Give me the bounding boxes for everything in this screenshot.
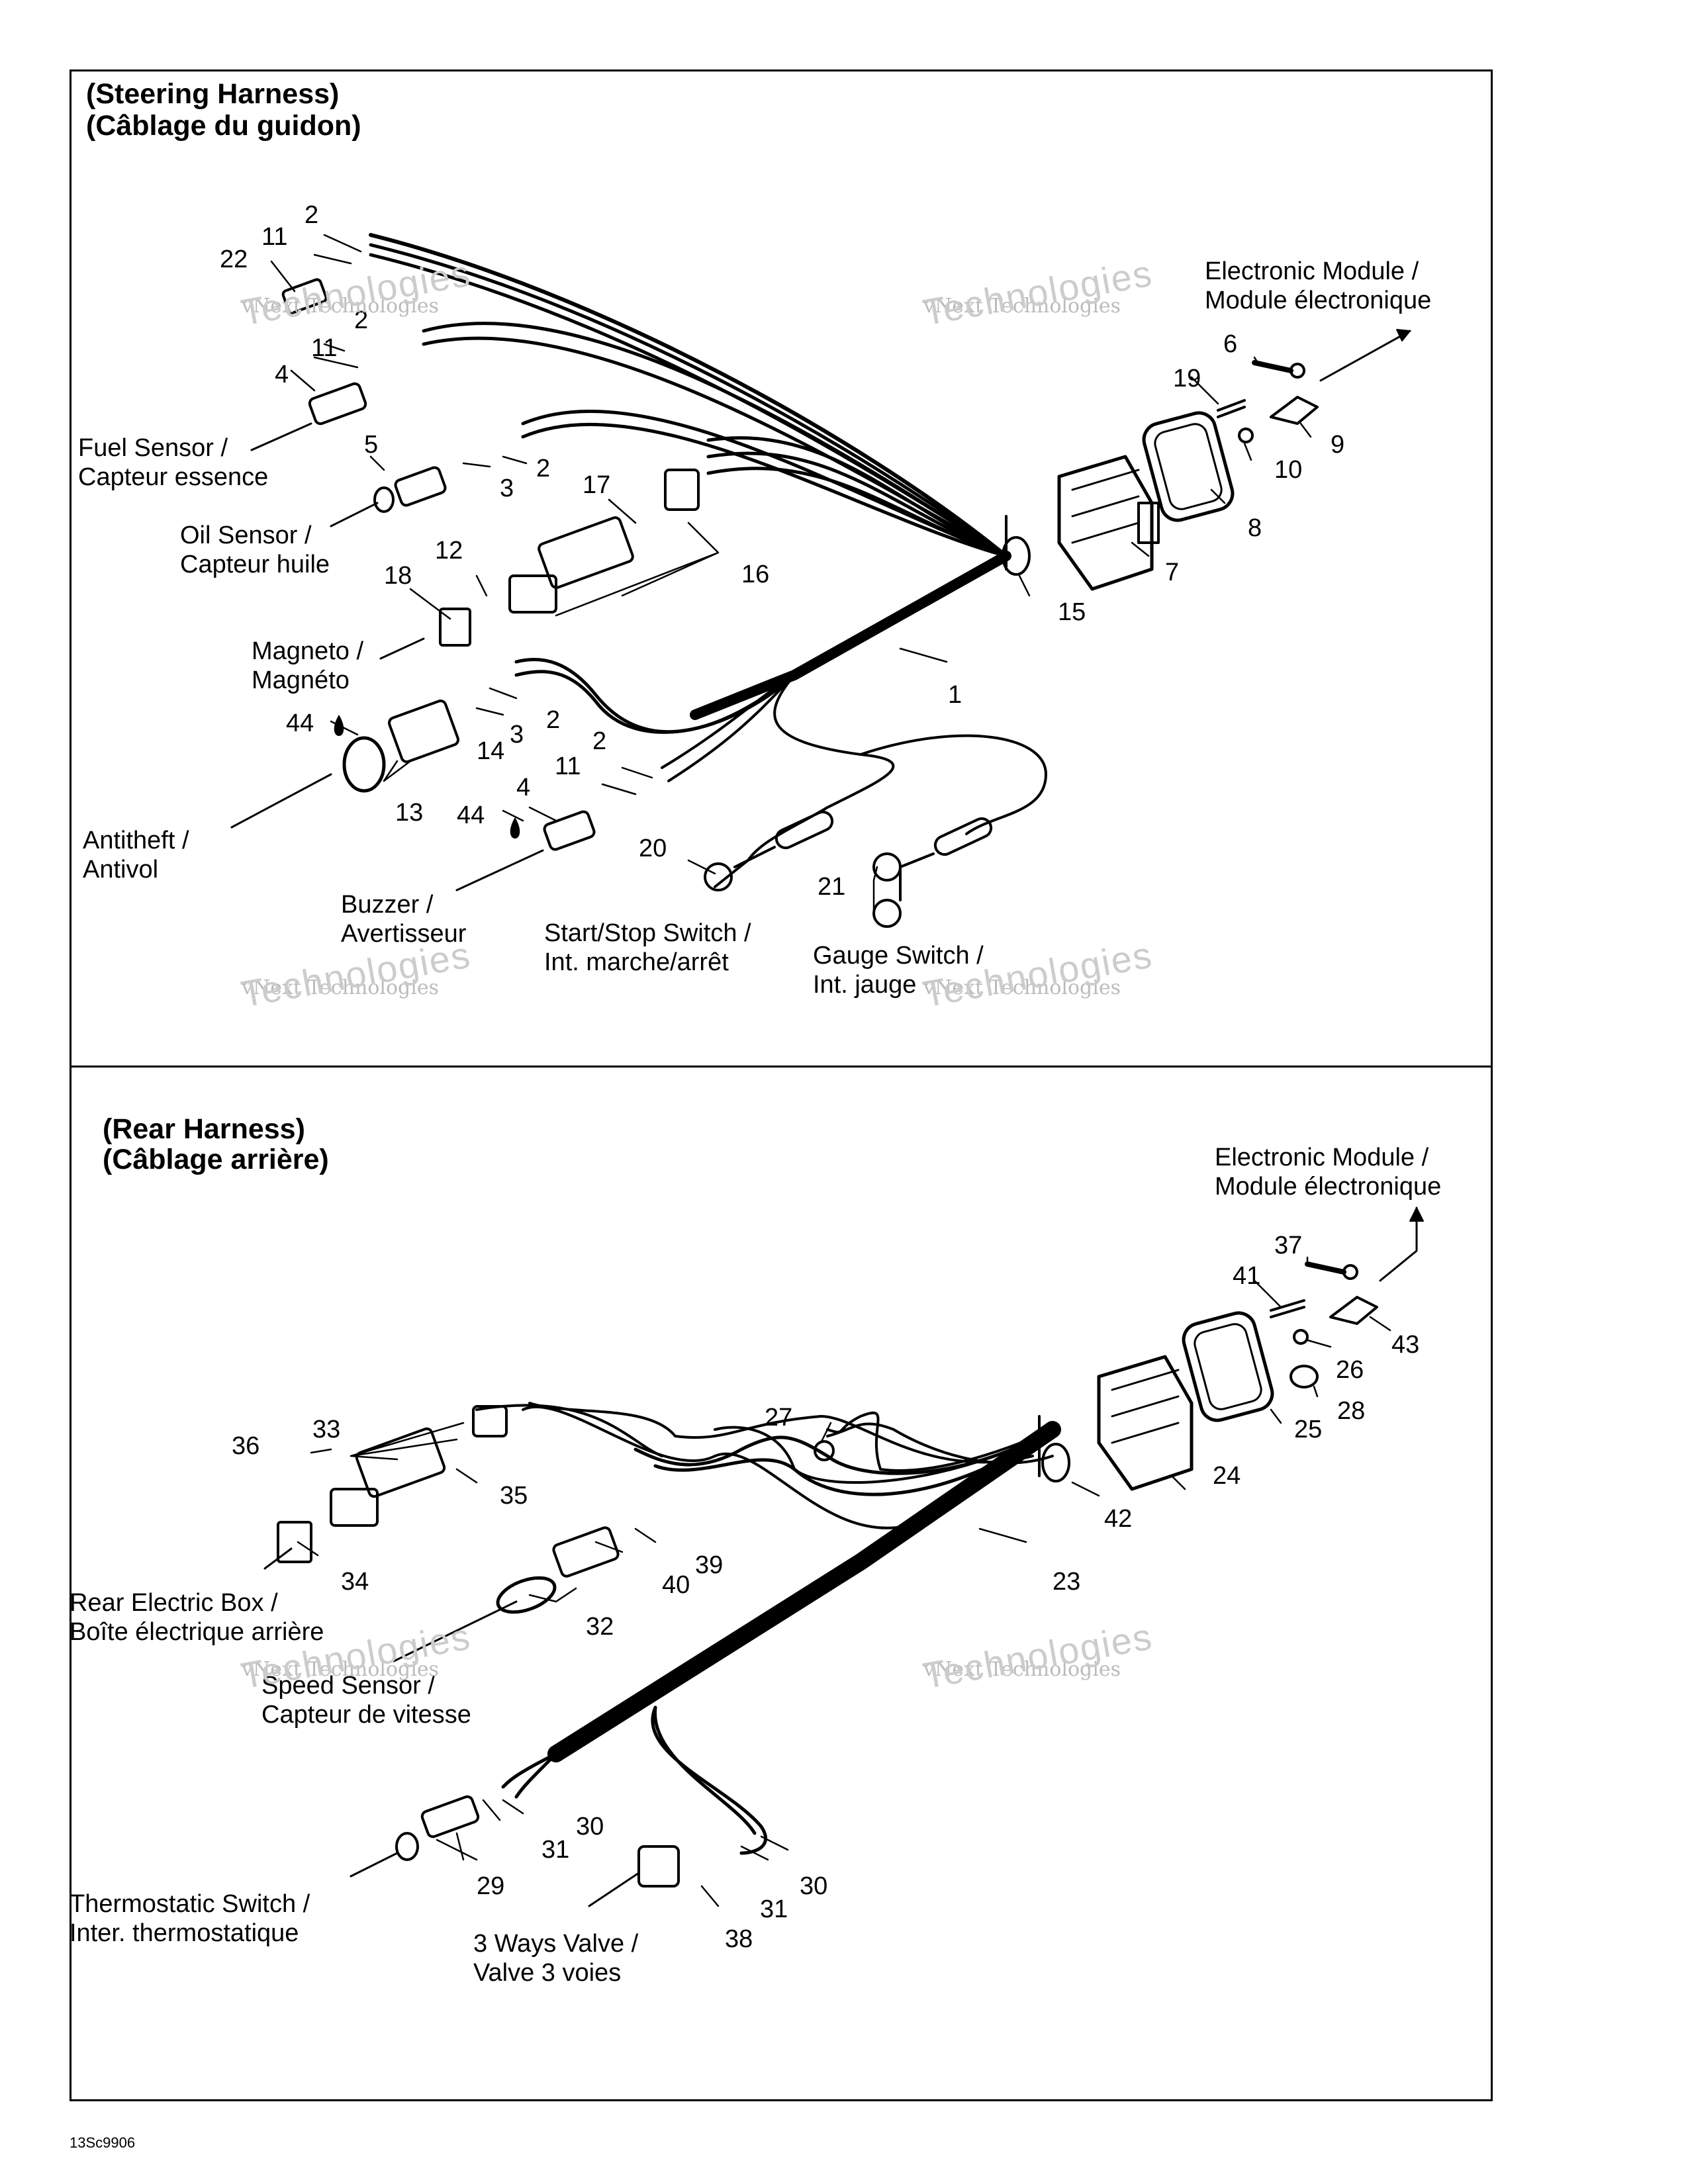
callout: 4 [275,361,289,388]
callout: 20 [639,835,667,862]
callout: 39 [695,1551,724,1579]
callout: 2 [592,727,607,755]
callout: 32 [586,1613,614,1641]
label-rear-electronic-module: Electronic Module / Module électronique [1215,1144,1442,1201]
callout: 11 [555,752,581,780]
callout: 21 [818,873,846,901]
label-oil-sensor: Oil Sensor / Capteur huile [180,522,330,578]
callout: 35 [500,1482,528,1510]
section-divider [70,1066,1493,1068]
callout: 17 [583,471,611,499]
callout: 30 [800,1872,828,1900]
callout: 13 [395,799,424,827]
callout: 37 [1274,1232,1303,1259]
callout: 40 [662,1571,690,1599]
label-fuel-sensor: Fuel Sensor / Capteur essence [78,434,269,491]
callout: 30 [576,1813,604,1841]
callout: 31 [760,1895,788,1923]
callout: 6 [1223,330,1238,358]
callout: 41 [1233,1262,1261,1290]
drawing-code: 13Sc9906 [70,2134,136,2151]
callout: 42 [1104,1505,1133,1533]
callout: 11 [261,223,288,251]
callout: 29 [477,1872,505,1900]
steering-title-fr: (Câblage du guidon) [86,110,361,142]
callout: 24 [1213,1462,1241,1490]
rear-title-en: (Rear Harness) [103,1113,305,1145]
callout: 34 [341,1568,369,1596]
label-gauge-switch: Gauge Switch / Int. jauge [813,942,984,999]
callout: 3 [500,475,514,502]
callout: 9 [1331,431,1345,459]
steering-title-en: (Steering Harness) [86,78,340,110]
callout: 44 [286,709,314,737]
callout: 1 [948,681,962,709]
lubricant-drop-icon [510,817,520,839]
callout: 3 [510,721,524,749]
callout: 25 [1294,1416,1323,1443]
label-rear-electric-box: Rear Electric Box / Boîte électrique arr… [70,1589,324,1646]
callout: 11 [311,334,338,362]
callout: 23 [1053,1568,1081,1596]
callout: 36 [232,1432,260,1460]
callout: 44 [457,801,485,829]
label-start-stop-switch: Start/Stop Switch / Int. marche/arrêt [544,919,751,976]
callout: 16 [741,561,770,588]
callout: 31 [541,1836,570,1864]
lubricant-drop-icon [334,715,344,736]
callout: 28 [1337,1397,1366,1425]
callout: 19 [1173,365,1201,392]
label-speed-sensor: Speed Sensor / Capteur de vitesse [261,1672,471,1729]
callout: 15 [1058,598,1086,626]
callout: 12 [435,537,463,565]
label-steering-electronic-module: Electronic Module / Module électronique [1205,257,1432,314]
callout: 33 [312,1416,341,1443]
callout: 18 [384,562,412,590]
callout: 4 [516,774,531,801]
label-3-ways-valve: 3 Ways Valve / Valve 3 voies [473,1930,639,1987]
label-magneto: Magneto / Magnéto [252,637,363,694]
rear-main-trunk [547,1421,1061,1762]
callout: 2 [354,306,369,334]
label-antitheft: Antitheft / Antivol [83,827,189,884]
callout: 38 [725,1925,753,1953]
rear-title-fr: (Câblage arrière) [103,1144,329,1175]
diagram-frame [70,69,1493,2101]
callout: 27 [765,1404,793,1432]
callout: 8 [1248,514,1262,542]
callout: 10 [1274,456,1303,484]
callout: 2 [546,706,561,734]
label-buzzer: Buzzer / Avertisseur [341,891,467,948]
callout: 2 [536,455,551,482]
callout: 22 [220,246,248,273]
callout: 14 [477,737,505,765]
callout: 43 [1391,1331,1420,1359]
callout: 2 [305,201,319,229]
callout: 5 [364,431,379,459]
label-thermostatic-switch: Thermostatic Switch / Inter. thermostati… [70,1890,310,1947]
callout: 26 [1336,1356,1364,1384]
callout: 7 [1165,559,1180,586]
